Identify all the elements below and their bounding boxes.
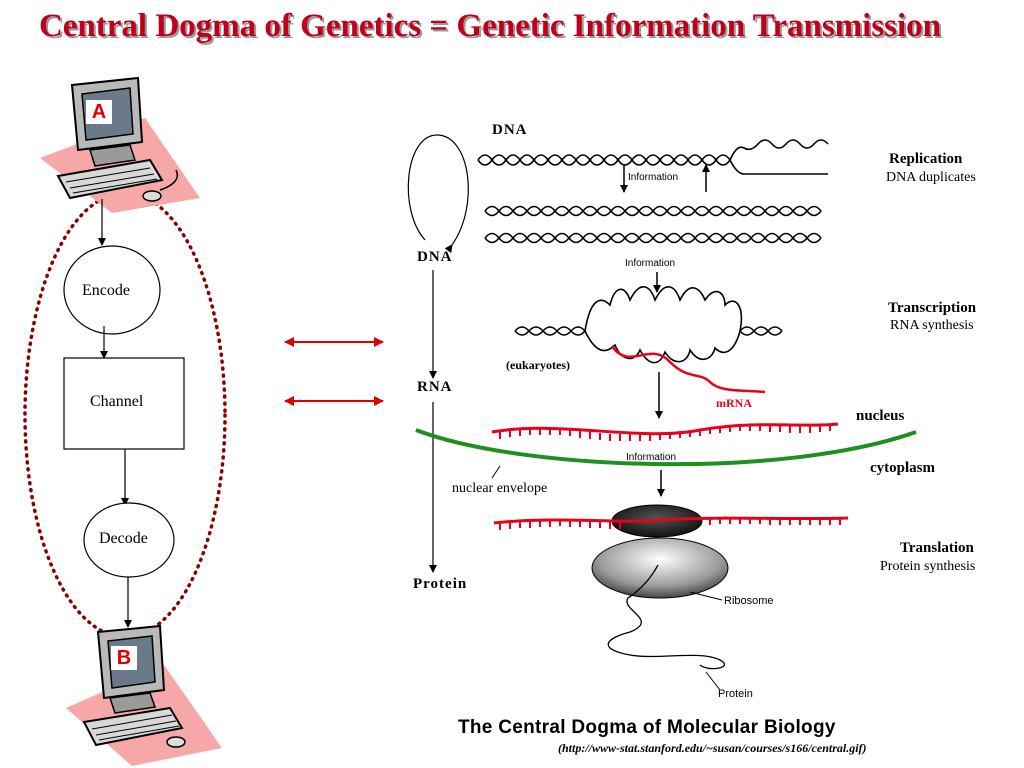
mrna-cytoplasm — [493, 516, 849, 525]
encode-label: Encode — [82, 282, 130, 299]
rna-label: RNA — [417, 379, 453, 395]
transcription-subtitle: RNA synthesis — [890, 318, 974, 333]
ribosome-pointer — [689, 591, 723, 601]
channel-label: Channel — [90, 393, 144, 410]
nucleus-label: nucleus — [856, 408, 905, 424]
nuclear-envelope — [415, 428, 917, 467]
dna-helix-copy-1 — [484, 205, 822, 217]
replication-title: Replication — [889, 151, 963, 167]
ribosome-label: Ribosome — [724, 595, 774, 607]
mrna-nucleus — [491, 422, 839, 436]
cytoplasm-label: cytoplasm — [870, 460, 935, 476]
information-label-translation: Information — [626, 452, 677, 463]
dna-helix-copy-2 — [484, 232, 822, 244]
receiver-label: B — [111, 646, 137, 670]
figure-title: The Central Dogma of Molecular Biology — [458, 717, 836, 738]
polypeptide-chain — [607, 564, 725, 670]
replication-subtitle: DNA duplicates — [886, 170, 976, 185]
protein-label: Protein — [413, 576, 468, 592]
channel-node — [63, 357, 185, 450]
sender-label: A — [86, 100, 112, 124]
dna-helix-original — [477, 139, 829, 175]
central-dogma-figure — [407, 134, 917, 691]
decode-label: Decode — [99, 530, 148, 547]
nuclear-envelope-pointer — [491, 465, 501, 479]
protein-chain-label: Protein — [718, 688, 753, 700]
page-title: Central Dogma of Genetics = Genetic Info… — [38, 8, 942, 44]
translation-subtitle: Protein synthesis — [880, 559, 976, 574]
translation-title: Translation — [900, 540, 974, 556]
receiver-computer-icon — [66, 624, 222, 766]
nascent-mrna — [610, 345, 766, 394]
dna-strand-label: DNA — [492, 122, 528, 138]
information-label-replication: Information — [628, 172, 679, 183]
dna-label: DNA — [417, 249, 453, 265]
decode-node — [83, 502, 175, 578]
source-citation: (http://www-stat.stanford.edu/~susan/cou… — [558, 741, 867, 755]
ribosome-large-subunit — [591, 537, 729, 599]
eukaryotes-label: (eukaryotes) — [506, 358, 570, 372]
mrna-label: mRNA — [716, 396, 752, 410]
protein-pointer — [705, 671, 721, 691]
sender-computer-icon — [40, 76, 200, 213]
encode-node — [63, 245, 161, 335]
transcription-title: Transcription — [888, 300, 977, 316]
nuclear-envelope-label: nuclear envelope — [452, 481, 548, 496]
transcription-bubble — [514, 286, 783, 364]
information-label-transcription: Information — [625, 258, 676, 269]
replication-loop — [407, 134, 469, 254]
